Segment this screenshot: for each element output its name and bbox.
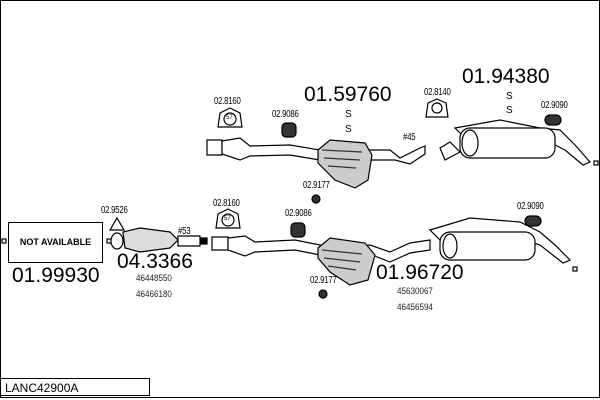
bottom-hanger-1-code: 02.9086 <box>285 208 312 219</box>
bottom-center-pipe <box>211 235 431 286</box>
rear-muffler-code: 01.94380 <box>462 65 550 88</box>
top-rear-muffler <box>439 119 591 166</box>
rear-muffler-mark: S <box>506 105 513 116</box>
top-clamp-2-code: 02.8140 <box>424 87 451 98</box>
bottom-clamp-1-icon <box>215 208 241 229</box>
top-clamp-1-icon <box>217 107 243 128</box>
bottom-hanger-2-code: 02.9177 <box>310 275 337 286</box>
connector-marker <box>1 238 7 244</box>
center-muffler-code: 01.59760 <box>304 83 392 106</box>
top-hanger-1-icon <box>281 122 297 138</box>
catalyst-code: 04.3366 <box>117 250 193 273</box>
rear-muffler-mark: S <box>506 91 513 102</box>
catalyst-drawing <box>110 227 208 253</box>
bottom-hanger-2-icon <box>318 289 328 299</box>
top-clamp-2-icon <box>425 98 449 118</box>
bottom-clamp-1-code: 02.8160 <box>213 198 240 209</box>
bottom-hanger-1-icon <box>290 222 306 238</box>
center-muffler-mark: S <box>345 109 352 120</box>
top-clamp-1-size: 57 <box>226 115 233 121</box>
bottom-clamp-1-size: 57 <box>224 216 231 222</box>
top-hanger-1-code: 02.9086 <box>272 109 299 120</box>
bottom-gasket-icon <box>108 216 126 231</box>
catalyst-oem-number: 46448550 <box>136 273 172 284</box>
muffler-code: 01.96720 <box>376 261 464 284</box>
top-hanger-3-code: 02.9090 <box>541 100 568 111</box>
top-hanger-2-icon <box>311 194 321 204</box>
connector-marker <box>572 266 578 272</box>
gasket-code: 02.9526 <box>101 205 128 216</box>
top-center-pipe <box>206 137 426 189</box>
reference-code: LANC42900A <box>0 378 150 396</box>
center-muffler-mark: S <box>345 124 352 135</box>
bottom-muffler-body <box>317 237 376 286</box>
not-available-box: NOT AVAILABLE <box>8 222 103 263</box>
catalyst-oem-number: 46466180 <box>136 289 172 300</box>
bottom-diameter: #53 <box>178 226 191 237</box>
top-clamp-1-code: 02.8160 <box>214 96 241 107</box>
bottom-hanger-3-icon <box>524 215 542 227</box>
connector-marker <box>593 160 599 166</box>
top-diameter: #45 <box>403 132 416 143</box>
muffler-oem-number: 45630067 <box>397 286 433 297</box>
top-hanger-3-icon <box>544 114 562 126</box>
muffler-oem-number: 46456594 <box>397 302 433 313</box>
top-hanger-2-code: 02.9177 <box>303 180 330 191</box>
bottom-hanger-3-code: 02.9090 <box>517 201 544 212</box>
bottom-rear-muffler <box>428 217 572 264</box>
front-part-code: 01.99930 <box>12 264 100 287</box>
